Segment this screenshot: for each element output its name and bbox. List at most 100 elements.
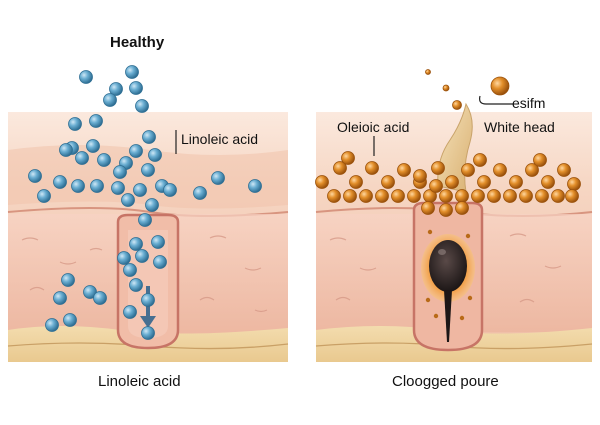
oleic-molecule xyxy=(442,84,450,92)
oleic-molecule xyxy=(533,153,547,167)
oleic-molecule xyxy=(455,201,469,215)
oleic-molecule xyxy=(452,100,462,110)
linoleic-molecule xyxy=(53,291,67,305)
linoleic-molecule xyxy=(141,163,155,177)
left-squiggles xyxy=(21,235,268,313)
linoleic-molecule xyxy=(117,251,131,265)
linoleic-molecule xyxy=(135,249,149,263)
oleic-molecule xyxy=(341,151,355,165)
oleic-molecule xyxy=(461,163,475,177)
linoleic-molecule xyxy=(89,114,103,128)
sebum-speck xyxy=(467,295,473,301)
oleic-molecule xyxy=(509,175,523,189)
linoleic-molecule xyxy=(71,179,85,193)
linoleic-molecule xyxy=(90,179,104,193)
left-panel xyxy=(7,65,289,362)
oleic-molecule xyxy=(503,189,517,203)
oleic-molecule xyxy=(391,189,405,203)
sebum-speck xyxy=(425,297,431,303)
sebum-speck xyxy=(465,233,471,239)
linoleic-molecule xyxy=(148,148,162,162)
linoleic-molecule xyxy=(93,291,107,305)
oleic-molecule xyxy=(535,189,549,203)
sebum-speck xyxy=(459,315,465,321)
oleic-molecule xyxy=(477,175,491,189)
linoleic-molecule xyxy=(141,326,155,340)
oleic-molecule xyxy=(407,189,421,203)
linoleic-molecule xyxy=(97,153,111,167)
blackhead-plug xyxy=(429,240,467,292)
right-panel xyxy=(315,69,593,362)
healthy-title: Healthy xyxy=(110,34,165,51)
oleic-molecule xyxy=(349,175,363,189)
oleic-molecule xyxy=(525,163,539,177)
oleic-molecule xyxy=(567,177,581,191)
oleic-molecule xyxy=(490,76,510,96)
oleic-molecule xyxy=(565,189,579,203)
left-caption: Linoleic acid xyxy=(98,373,181,390)
oleic-molecule xyxy=(551,189,565,203)
linoleic-molecule xyxy=(138,213,152,227)
oleic-molecule xyxy=(381,175,395,189)
linoleic-molecule xyxy=(63,313,77,327)
oleic-molecule xyxy=(343,189,357,203)
top-callout-line xyxy=(479,95,514,105)
linoleic-molecule xyxy=(45,318,59,332)
oleic-molecule xyxy=(333,161,347,175)
linoleic-molecule xyxy=(59,143,73,157)
linoleic-molecule xyxy=(129,81,143,95)
linoleic-molecule xyxy=(111,181,125,195)
linoleic-molecule xyxy=(129,144,143,158)
plug-tail xyxy=(444,290,452,342)
linoleic-molecule xyxy=(145,198,159,212)
oleic-molecule xyxy=(429,179,443,193)
linoleic-molecule xyxy=(37,189,51,203)
linoleic-molecule xyxy=(153,255,167,269)
linoleic-molecule xyxy=(123,263,137,277)
oleic-molecule xyxy=(327,189,341,203)
oleic-molecule xyxy=(541,175,555,189)
oleic-molecule xyxy=(557,163,571,177)
right-squiggles xyxy=(329,233,562,303)
oleic-molecule xyxy=(493,163,507,177)
linoleic-molecule xyxy=(83,285,97,299)
oleic-molecule xyxy=(445,175,459,189)
linoleic-molecule xyxy=(142,130,156,144)
linoleic-molecule xyxy=(113,165,127,179)
linoleic-molecule xyxy=(121,193,135,207)
linoleic-molecule xyxy=(86,139,100,153)
linoleic-molecule xyxy=(163,183,177,197)
linoleic-molecule xyxy=(123,305,137,319)
oleic-molecules xyxy=(315,69,581,321)
oleic-molecule xyxy=(375,189,389,203)
linoleic-callout-label: Linoleic acid xyxy=(181,131,259,147)
right-caption: Cloogged poure xyxy=(392,373,499,390)
linoleic-molecule xyxy=(53,175,67,189)
linoleic-molecule xyxy=(75,151,89,165)
oleic-molecule xyxy=(421,201,435,215)
oleic-molecule xyxy=(487,189,501,203)
linoleic-molecule xyxy=(151,235,165,249)
oleic-molecule xyxy=(413,169,427,183)
oleic-molecule xyxy=(359,189,373,203)
oleic-molecule xyxy=(315,175,329,189)
oleic-molecule xyxy=(431,161,445,175)
linoleic-molecule xyxy=(28,169,42,183)
oleic-molecule xyxy=(439,189,453,203)
linoleic-molecule xyxy=(79,70,93,84)
linoleic-molecule xyxy=(211,171,225,185)
linoleic-molecule xyxy=(248,179,262,193)
oleic-molecule xyxy=(397,163,411,177)
sebum-speck xyxy=(427,229,433,235)
oleic-molecule xyxy=(473,153,487,167)
linoleic-molecule xyxy=(68,117,82,131)
oleic-molecule xyxy=(425,69,431,75)
oleic-molecule xyxy=(471,189,485,203)
plug-highlight xyxy=(438,249,446,255)
linoleic-molecule xyxy=(109,82,123,96)
oleic-molecule xyxy=(365,161,379,175)
sebum-speck xyxy=(433,313,439,319)
whitehead-callout-label: White head xyxy=(484,119,555,135)
linoleic-molecule xyxy=(103,93,117,107)
